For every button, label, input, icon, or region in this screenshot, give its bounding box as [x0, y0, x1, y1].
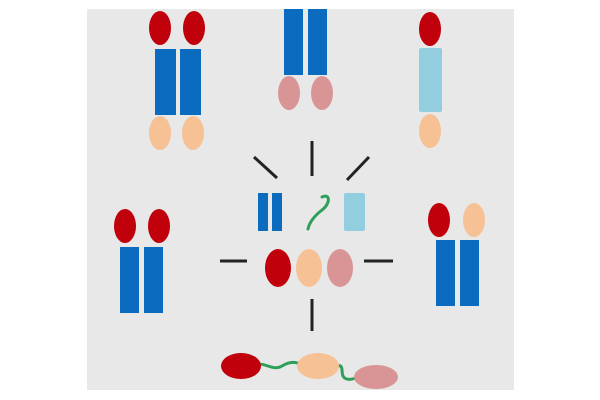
dark-blue-chain [144, 247, 163, 313]
green-linker [335, 364, 358, 381]
dark-blue-chain [460, 240, 479, 306]
red-domain [114, 209, 136, 243]
dark-blue-chain [436, 240, 455, 306]
pink-domain [354, 365, 398, 389]
red-domain [419, 12, 441, 46]
red-domain [265, 249, 291, 287]
red-domain [183, 11, 205, 45]
pink-domain [278, 76, 300, 110]
pink-domain [327, 249, 353, 287]
connector-line [345, 155, 371, 182]
construct-top-middle [278, 9, 333, 110]
peach-domain [182, 116, 204, 150]
construct-bottom-chain [221, 353, 398, 389]
dark-blue-chain [120, 247, 139, 313]
peach-domain [419, 114, 441, 148]
green-linker [306, 194, 330, 231]
construct-top-right [419, 12, 442, 148]
peach-domain [296, 249, 322, 287]
connector-lines [220, 141, 393, 331]
dark-blue-chain [272, 193, 282, 231]
dark-blue-chain [284, 9, 303, 75]
dark-blue-chain [308, 9, 327, 75]
peach-domain [297, 353, 339, 379]
red-domain [221, 353, 261, 379]
connector-line [252, 155, 279, 180]
dark-blue-chain [180, 49, 201, 115]
dark-blue-chain [155, 49, 176, 115]
construct-left [114, 209, 170, 313]
red-domain [149, 11, 171, 45]
pink-domain [311, 76, 333, 110]
light-blue-chain [419, 48, 442, 112]
construct-top-left [149, 11, 205, 150]
dark-blue-chain [258, 193, 268, 231]
peach-domain [463, 203, 485, 237]
peach-domain [149, 116, 171, 150]
light-blue-chain [344, 193, 365, 231]
green-linker [252, 360, 302, 370]
center-parts [258, 193, 365, 287]
red-domain [148, 209, 170, 243]
red-domain [428, 203, 450, 237]
construct-right [428, 203, 485, 306]
